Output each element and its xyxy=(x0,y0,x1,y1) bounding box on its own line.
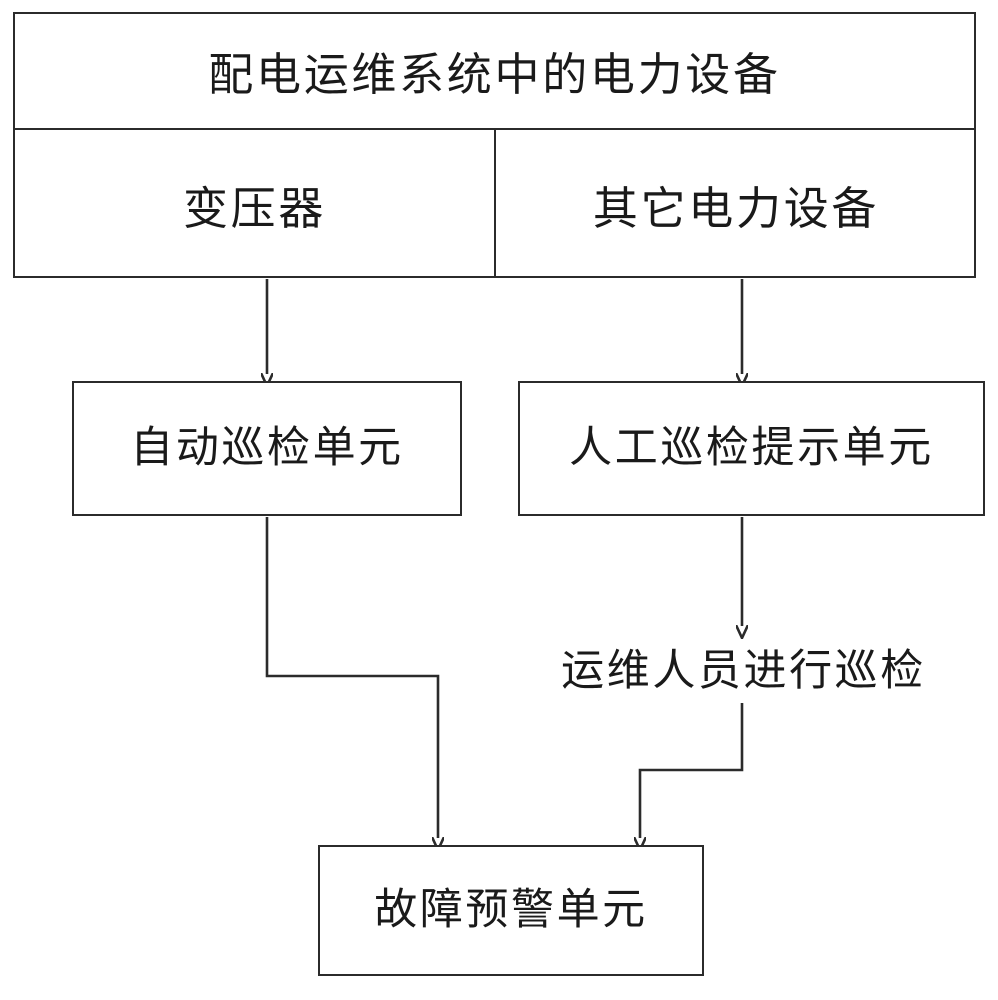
node-other-equipment: 其它电力设备 xyxy=(592,181,880,235)
node-fault-warning-unit: 故障预警单元 xyxy=(318,845,704,976)
group-vertical-divider xyxy=(494,130,496,278)
group-horizontal-divider xyxy=(13,128,976,130)
node-manual-inspection-prompt-unit: 人工巡检提示单元 xyxy=(518,381,985,516)
edge-auto-inspect-to-fault-alarm xyxy=(265,517,438,838)
node-manual-inspection-prompt-unit-label: 人工巡检提示单元 xyxy=(569,423,934,473)
node-auto-inspection-unit: 自动巡检单元 xyxy=(72,381,462,516)
node-transformer: 变压器 xyxy=(182,181,327,235)
node-fault-warning-unit-label: 故障预警单元 xyxy=(374,885,648,935)
node-auto-inspection-unit-label: 自动巡检单元 xyxy=(130,423,404,473)
edge-personnel-inspect-to-fault-alarm xyxy=(640,703,744,838)
power-equipment-group-title: 配电运维系统中的电力设备 xyxy=(208,48,781,101)
node-personnel-inspection-label: 运维人员进行巡检 xyxy=(561,646,926,696)
